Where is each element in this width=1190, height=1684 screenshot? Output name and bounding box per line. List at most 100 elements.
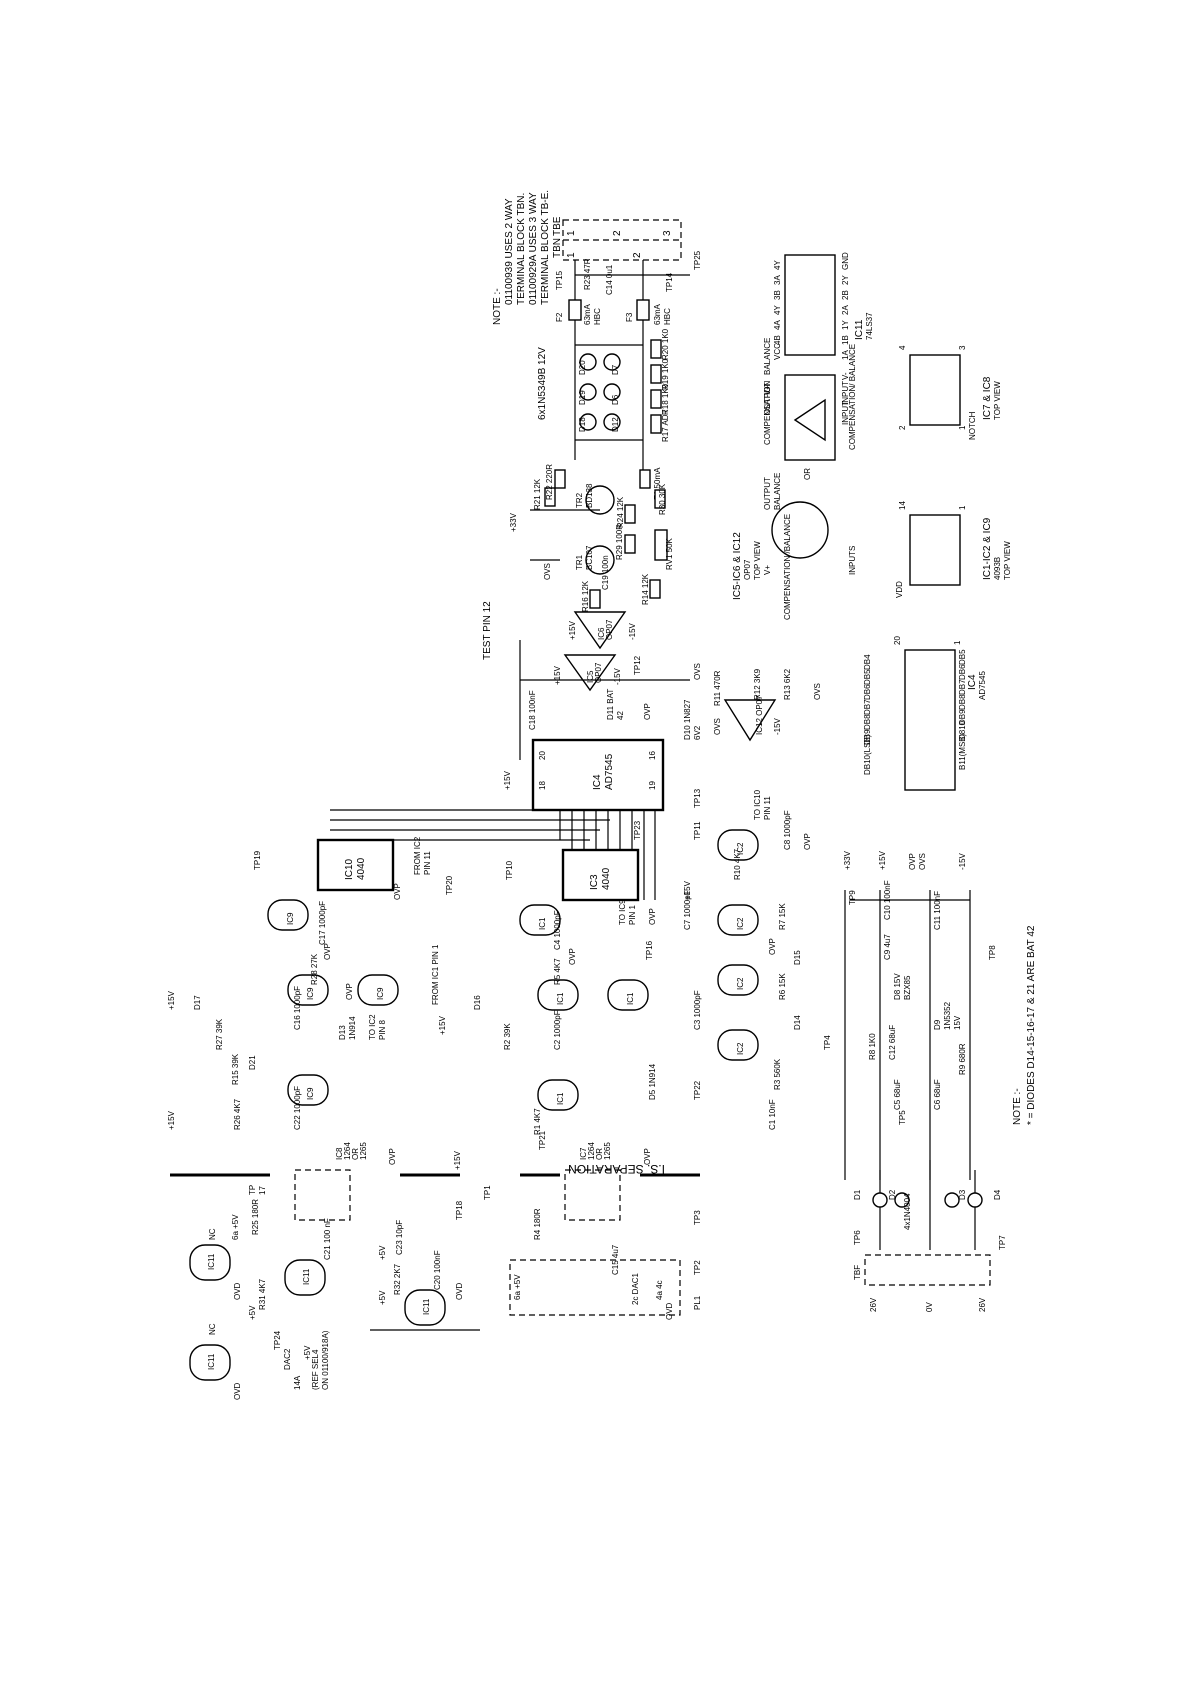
svg-text:INPUT: INPUT bbox=[841, 381, 850, 405]
svg-text:IC1: IC1 bbox=[556, 1092, 565, 1105]
svg-text:42: 42 bbox=[616, 711, 625, 720]
svg-text:* = DIODES D14-15-16-17 & 21 A: * = DIODES D14-15-16-17 & 21 ARE BAT 42 bbox=[1026, 925, 1037, 1125]
svg-text:IC11: IC11 bbox=[854, 319, 865, 340]
svg-text:OVD: OVD bbox=[233, 1382, 242, 1400]
svg-text:D19: D19 bbox=[578, 390, 587, 405]
svg-text:GND: GND bbox=[841, 252, 850, 270]
svg-text:1Y: 1Y bbox=[841, 320, 850, 330]
svg-text:+15V: +15V bbox=[453, 1150, 462, 1170]
svg-text:PIN 8: PIN 8 bbox=[378, 1019, 387, 1040]
svg-text:TBE: TBE bbox=[552, 216, 563, 236]
svg-text:3: 3 bbox=[662, 230, 673, 236]
svg-text:D810: D810 bbox=[958, 720, 967, 740]
svg-text:OUTPUT: OUTPUT bbox=[763, 382, 772, 415]
svg-text:DB9: DB9 bbox=[958, 709, 967, 725]
svg-text:PIN 1: PIN 1 bbox=[628, 904, 637, 925]
svg-text:R11 470R: R11 470R bbox=[713, 670, 722, 706]
svg-text:TR1: TR1 bbox=[575, 554, 584, 570]
svg-text:DAC2: DAC2 bbox=[283, 1348, 292, 1370]
svg-text:+5V: +5V bbox=[248, 1305, 257, 1320]
svg-text:IC6: IC6 bbox=[597, 627, 606, 640]
svg-text:C9 4u7: C9 4u7 bbox=[883, 934, 892, 960]
svg-text:D7: D7 bbox=[611, 364, 620, 375]
svg-text:01100939 USES 2 WAY: 01100939 USES 2 WAY bbox=[504, 198, 515, 305]
is-separation: I.S. SEPARATION IC8 1264 OR 1265 IC7 126… bbox=[170, 1142, 702, 1320]
svg-text:C7 1000pF: C7 1000pF bbox=[683, 890, 692, 930]
ic12-opamp bbox=[723, 699, 777, 742]
svg-text:TP2: TP2 bbox=[693, 1260, 702, 1275]
svg-text:TP13: TP13 bbox=[693, 788, 702, 808]
ic10-counter bbox=[316, 838, 395, 892]
svg-text:4a 4c: 4a 4c bbox=[655, 1280, 664, 1300]
pinout-ic1-ic2-ic9: IC1-IC2 & IC9 4093B TOP VIEW VDD 14 1 bbox=[895, 501, 1012, 598]
svg-text:C8 1000pF: C8 1000pF bbox=[783, 810, 792, 850]
svg-text:TOP VIEW: TOP VIEW bbox=[1003, 541, 1012, 580]
svg-text:1264: 1264 bbox=[587, 1142, 596, 1160]
svg-text:TP22: TP22 bbox=[693, 1080, 702, 1100]
svg-text:OP07: OP07 bbox=[743, 559, 752, 580]
svg-text:R9 680R: R9 680R bbox=[958, 1043, 967, 1075]
svg-text:IC11: IC11 bbox=[302, 1268, 311, 1285]
svg-text:-15V: -15V bbox=[613, 667, 622, 685]
svg-text:R30 30K: R30 30K bbox=[658, 483, 667, 515]
svg-text:+15V: +15V bbox=[553, 665, 562, 685]
power-supply: +33V +15V OVP OVS -15V TP9 C10 100nF C9 … bbox=[843, 850, 1007, 1312]
ic5-opamp bbox=[563, 654, 617, 692]
svg-text:R29 100R: R29 100R bbox=[615, 524, 624, 560]
svg-text:IC1: IC1 bbox=[626, 992, 635, 1005]
svg-text:2Y: 2Y bbox=[841, 275, 850, 285]
svg-text:C20 100nF: C20 100nF bbox=[433, 1250, 442, 1290]
svg-text:1B: 1B bbox=[841, 335, 850, 345]
svg-text:TP12: TP12 bbox=[633, 655, 642, 675]
svg-text:63mA: 63mA bbox=[653, 303, 662, 325]
svg-text:TP20: TP20 bbox=[445, 875, 454, 895]
svg-text:D11 BAT: D11 BAT bbox=[606, 689, 615, 720]
svg-text:DB8: DB8 bbox=[863, 714, 872, 730]
svg-text:IC7: IC7 bbox=[579, 1147, 588, 1160]
svg-text:6V2: 6V2 bbox=[693, 725, 702, 740]
svg-text:TP11: TP11 bbox=[693, 821, 702, 840]
svg-text:R4 180R: R4 180R bbox=[533, 1208, 542, 1240]
svg-text:R1 4K7: R1 4K7 bbox=[533, 1108, 542, 1135]
svg-text:R7 15K: R7 15K bbox=[778, 903, 787, 930]
svg-text:OVP: OVP bbox=[803, 833, 812, 850]
svg-text:OVP: OVP bbox=[643, 703, 652, 720]
svg-text:V+: V+ bbox=[763, 385, 772, 395]
svg-text:2B: 2B bbox=[841, 290, 850, 300]
svg-text:C21 100 nF: C21 100 nF bbox=[323, 1218, 332, 1260]
svg-text:1A: 1A bbox=[841, 350, 850, 360]
svg-text:OP07: OP07 bbox=[594, 662, 603, 683]
tr2-transistor bbox=[585, 485, 615, 515]
svg-text:OR: OR bbox=[351, 1148, 360, 1160]
svg-text:IC10: IC10 bbox=[344, 858, 355, 880]
pinout-ic7-ic8: IC7 & IC8 TOP VIEW NOTCH 4 3 2 1 bbox=[898, 345, 1002, 440]
svg-text:TP24: TP24 bbox=[273, 1330, 282, 1350]
svg-text:TP8: TP8 bbox=[988, 945, 997, 960]
svg-text:IC2: IC2 bbox=[736, 977, 745, 990]
svg-text:20: 20 bbox=[893, 636, 902, 645]
svg-text:4Y: 4Y bbox=[773, 260, 782, 270]
svg-text:TP7: TP7 bbox=[998, 1235, 1007, 1250]
svg-text:-15V: -15V bbox=[773, 717, 782, 735]
svg-text:C23 10pF: C23 10pF bbox=[395, 1220, 404, 1255]
terminal-note: NOTE :- 01100939 USES 2 WAY TERMINAL BLO… bbox=[492, 190, 551, 325]
svg-text:26V: 26V bbox=[978, 1297, 987, 1312]
svg-text:BZX85: BZX85 bbox=[903, 975, 912, 1000]
svg-text:IC2: IC2 bbox=[736, 1042, 745, 1055]
svg-text:C14 0u1: C14 0u1 bbox=[605, 264, 614, 295]
svg-text:TP23: TP23 bbox=[633, 820, 642, 840]
svg-text:NOTE :-: NOTE :- bbox=[1012, 1088, 1023, 1125]
svg-text:R27 39K: R27 39K bbox=[215, 1018, 224, 1050]
svg-text:D5 1N914: D5 1N914 bbox=[648, 1063, 657, 1100]
svg-text:1: 1 bbox=[566, 252, 577, 258]
svg-text:OP07: OP07 bbox=[605, 619, 614, 640]
svg-text:IC11: IC11 bbox=[422, 1298, 431, 1315]
svg-text:2: 2 bbox=[898, 425, 907, 430]
svg-text:BALANCE: BALANCE bbox=[773, 473, 782, 510]
svg-text:DB9: DB9 bbox=[863, 729, 872, 745]
svg-text:FROM IC1 PIN 1: FROM IC1 PIN 1 bbox=[431, 944, 440, 1005]
svg-text:2: 2 bbox=[612, 230, 623, 236]
svg-text:3: 3 bbox=[958, 345, 967, 350]
svg-text:D9: D9 bbox=[933, 1019, 942, 1030]
